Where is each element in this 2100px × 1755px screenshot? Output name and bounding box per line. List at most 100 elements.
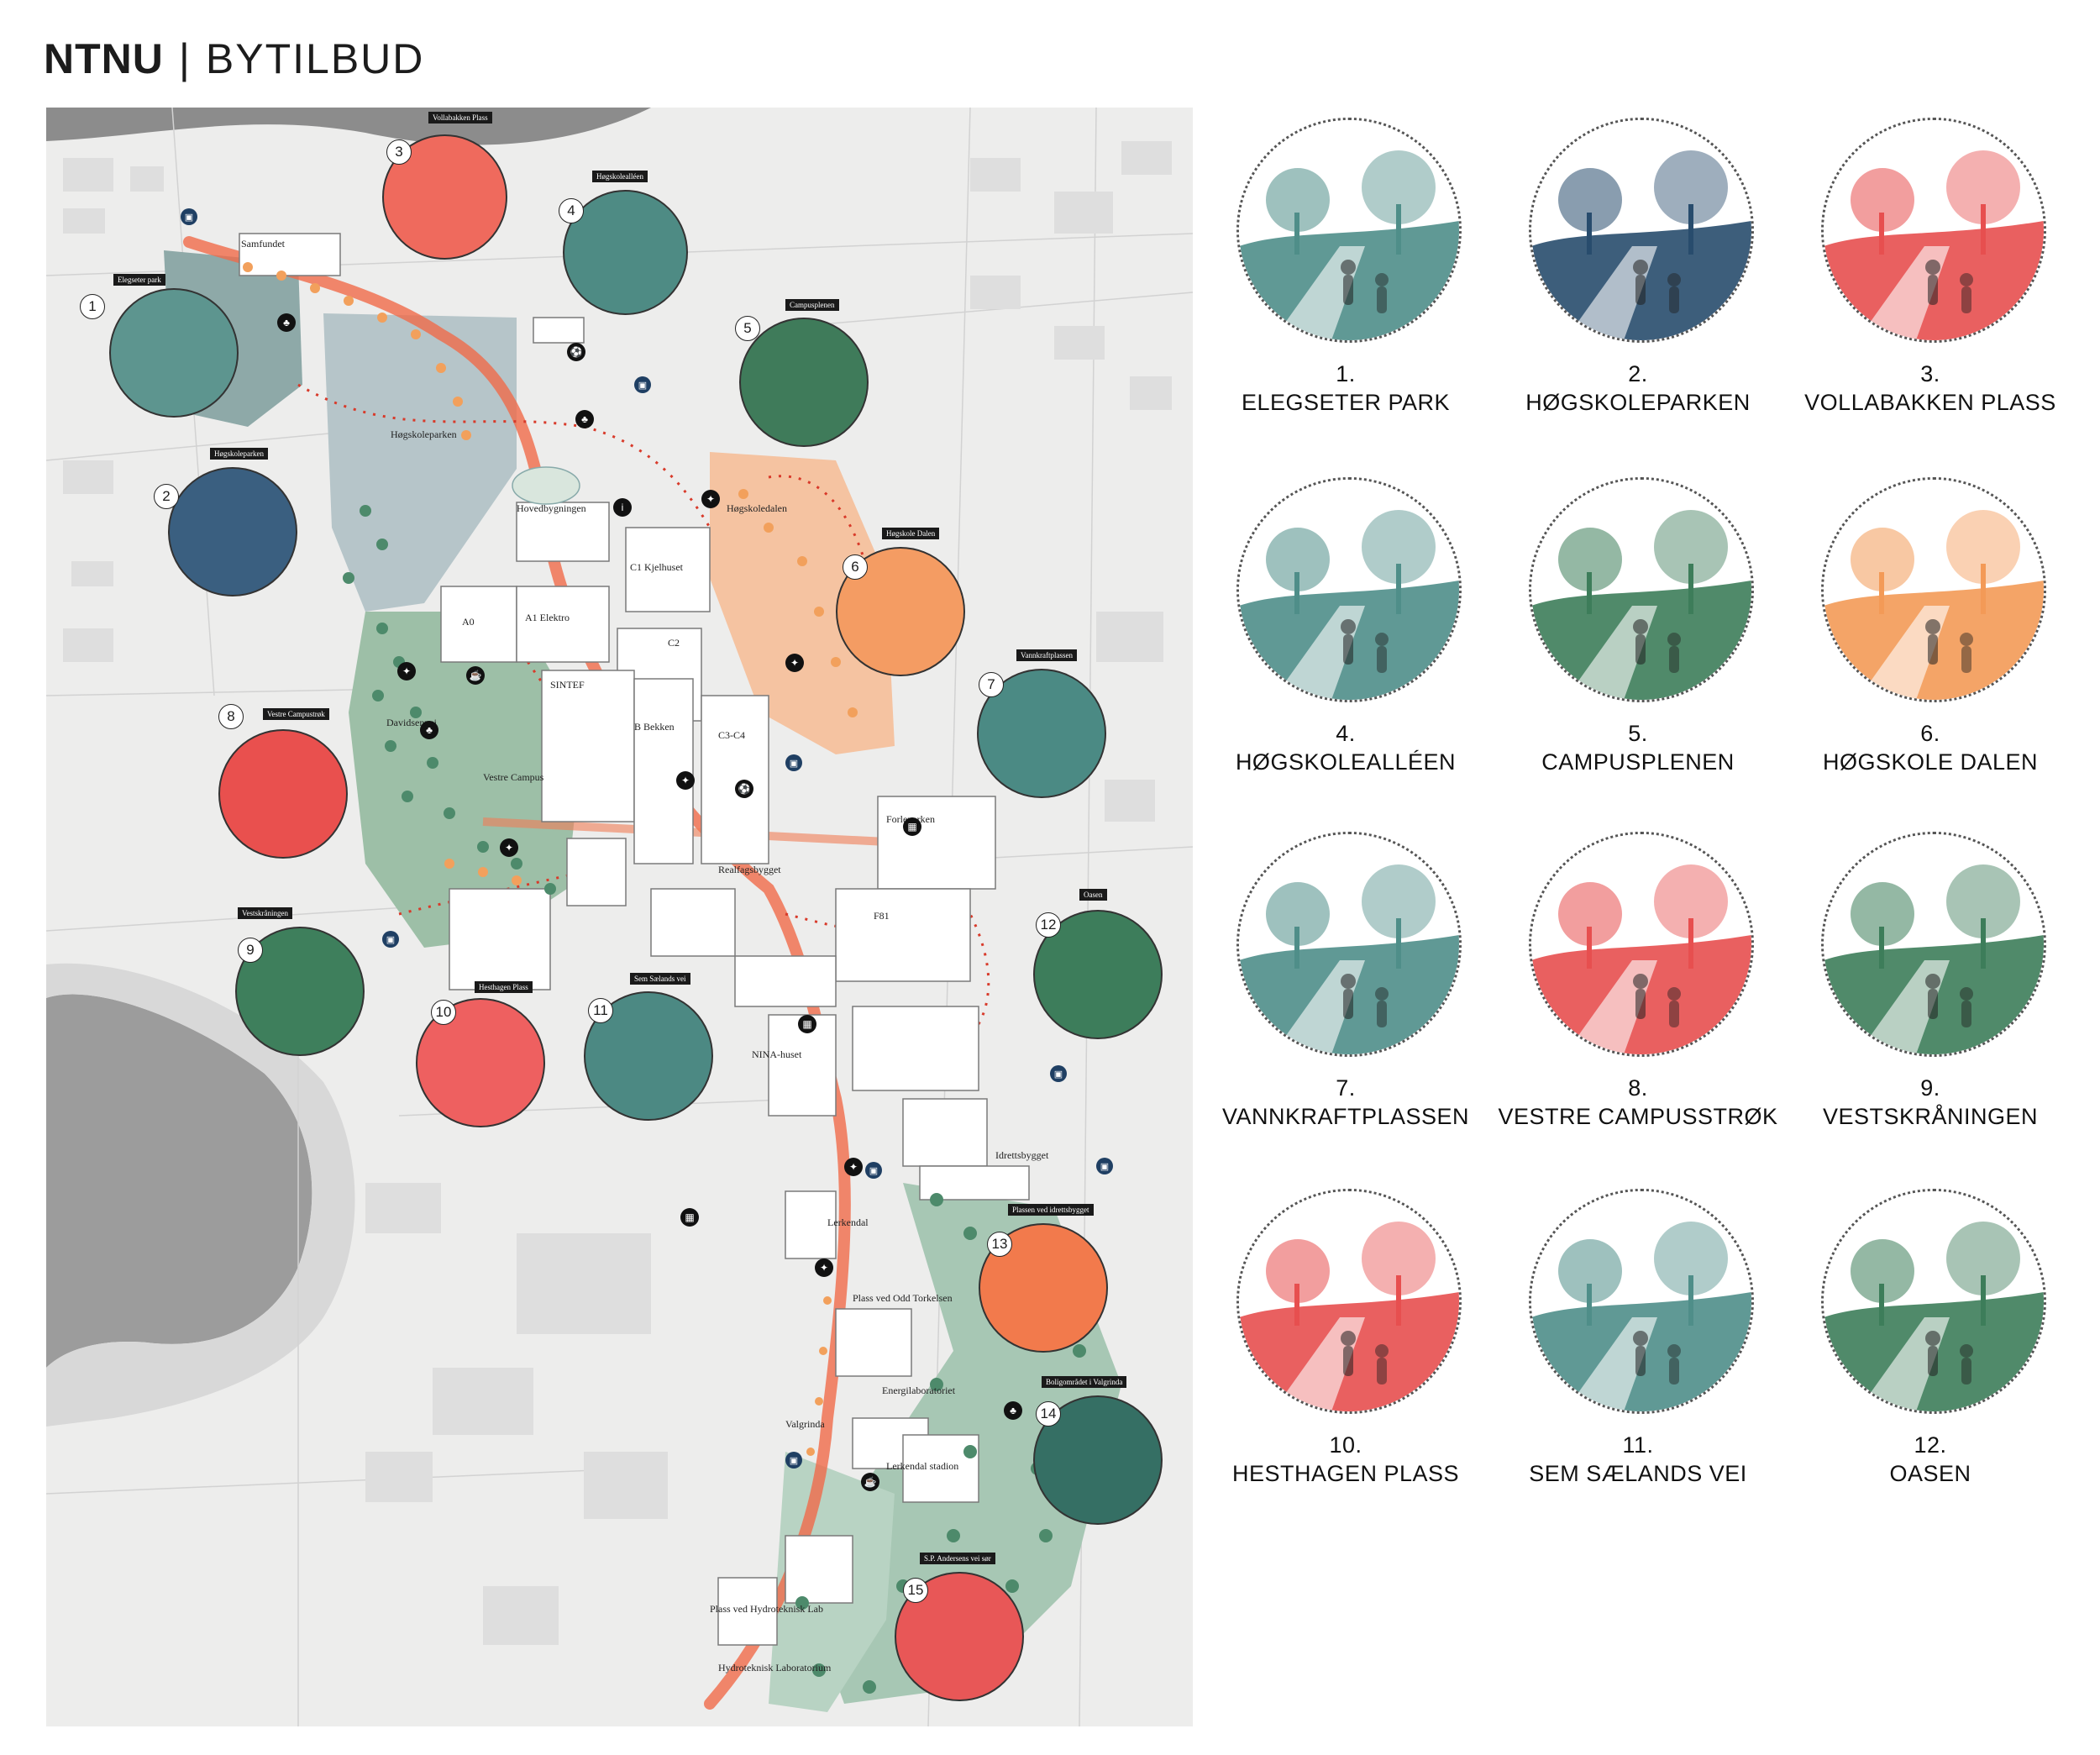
river-top <box>46 108 651 145</box>
place-name: HØGSKOLEPARKEN <box>1525 390 1751 415</box>
bus-stop-icon: ▣ <box>181 208 197 225</box>
building-icon: ▦ <box>903 817 921 836</box>
label-b-bekken: B Bekken <box>634 721 675 733</box>
place-caption: 11.SEM SÆLANDS VEI <box>1495 1431 1781 1488</box>
restaurant-icon-3: ✦ <box>815 1258 833 1277</box>
buildings <box>239 233 1030 1646</box>
label-c3-c4: C3-C4 <box>718 729 746 741</box>
place-number: 4. <box>1336 721 1356 746</box>
place-caption: 3.VOLLABAKKEN PLASS <box>1788 360 2073 417</box>
place-illustration <box>1821 832 2046 1057</box>
cafe-icon-2: ☕ <box>861 1473 879 1491</box>
bus-stop-icon-4: ▣ <box>382 931 399 948</box>
place-caption: 9. VESTSKRÅNINGEN <box>1788 1074 2073 1131</box>
cyclist-icon: ✦ <box>397 662 416 680</box>
place-illustration <box>1236 477 1462 702</box>
illustration-svg <box>1239 1191 1459 1411</box>
hogskoleparken-area <box>323 313 517 612</box>
label-hydroteknisk: Hydroteknisk Laboratorium <box>718 1662 832 1674</box>
illustration-svg <box>1531 1191 1751 1411</box>
illustration-svg <box>1239 834 1459 1054</box>
label-sintef: SINTEF <box>550 679 585 691</box>
restaurant-icon-2: ✦ <box>844 1158 863 1176</box>
place-name: HØGSKOLE DALEN <box>1822 749 2039 775</box>
place-caption: 5.CAMPUSPLENEN <box>1495 719 1781 776</box>
place-name: ELEGSETER PARK <box>1241 390 1451 415</box>
place-name: VESTSKRÅNINGEN <box>1822 1104 2039 1129</box>
illustration-svg <box>1239 480 1459 700</box>
place-name: HESTHAGEN PLASS <box>1231 1461 1460 1486</box>
place-caption: 1.ELEGSETER PARK <box>1203 360 1488 417</box>
place-number: 10. <box>1329 1432 1362 1458</box>
place-illustration <box>1529 1189 1754 1414</box>
label-valgrinda: Valgrinda <box>785 1418 825 1430</box>
bus-stop-icon-2: ▣ <box>634 376 651 393</box>
place-number: 9. <box>1920 1075 1940 1101</box>
label-lerkendal-stadion: Lerkendal stadion <box>886 1460 959 1472</box>
place-caption: 6.HØGSKOLE DALEN <box>1788 719 2073 776</box>
callout-label-9: Vestskråningen <box>238 907 292 919</box>
callout-number-9: 9 <box>238 938 263 963</box>
callout-label-5: Campusplenen <box>785 299 839 311</box>
callout-label-13: Plassen ved idrettsbygget <box>1008 1204 1094 1216</box>
place-illustration <box>1529 477 1754 702</box>
place-caption: 12.OASEN <box>1788 1431 2073 1488</box>
callout-number-15: 15 <box>903 1578 928 1603</box>
label-lerkendal: Lerkendal <box>827 1216 869 1228</box>
stadium-icon: ▦ <box>680 1208 699 1227</box>
callout-number-8: 8 <box>218 704 244 729</box>
place-illustration <box>1529 832 1754 1057</box>
info-icon: i <box>613 498 632 517</box>
label-hogskoledalen: Høgskoledalen <box>727 502 787 514</box>
callout-label-4: Høgskolealléen <box>592 171 648 182</box>
label-hovedbygningen: Hovedbygningen <box>517 502 586 514</box>
place-number: 8. <box>1628 1075 1648 1101</box>
place-caption: 8.VESTRE CAMPUSSTRØK <box>1495 1074 1781 1131</box>
brand-title: NTNU <box>44 35 164 82</box>
callout-number-5: 5 <box>735 316 760 341</box>
sport-icon: ⚽ <box>567 343 585 361</box>
callout-number-4: 4 <box>559 198 584 223</box>
label-hogskoleparken: Høgskoleparken <box>391 428 457 440</box>
callout-circle-8[interactable] <box>218 729 348 859</box>
label-c1: C1 Kjelhuset <box>630 561 683 573</box>
place-caption: 10. HESTHAGEN PLASS <box>1203 1431 1488 1488</box>
callout-circle-2[interactable] <box>168 467 297 596</box>
place-number: 12. <box>1914 1432 1947 1458</box>
label-f81: F81 <box>874 910 890 922</box>
callout-circle-1[interactable] <box>109 288 239 418</box>
callout-label-11: Sem Sælands vei <box>630 973 690 985</box>
callout-label-12: Oasen <box>1079 889 1107 901</box>
callout-number-14: 14 <box>1036 1401 1061 1427</box>
sport-icon-2: ⚽ <box>735 780 753 798</box>
illustration-svg <box>1824 480 2044 700</box>
place-caption: 7.VANNKRAFTPLASSEN <box>1203 1074 1488 1131</box>
illustration-svg <box>1531 480 1751 700</box>
callout-label-3: Vollabakken Plass <box>428 112 492 123</box>
restaurant-icon: ✦ <box>500 838 518 857</box>
place-name: HØGSKOLEALLÉEN <box>1235 749 1457 775</box>
callout-number-1: 1 <box>80 294 105 319</box>
place-illustration <box>1236 118 1462 343</box>
callout-circle-5[interactable] <box>739 318 869 447</box>
background-blocks <box>63 141 1172 1645</box>
place-number: 5. <box>1628 721 1648 746</box>
picnic-icon: ♣ <box>420 721 438 739</box>
callout-label-15: S.P. Andersens vei sør <box>920 1553 995 1564</box>
place-illustration <box>1529 118 1754 343</box>
callout-number-10: 10 <box>431 1000 456 1025</box>
main-axis <box>183 236 851 1710</box>
callout-number-11: 11 <box>588 998 613 1023</box>
place-illustration <box>1821 118 2046 343</box>
river-bank <box>46 963 355 1427</box>
label-vestre-campus: Vestre Campus <box>483 771 544 783</box>
label-plass-hydroteknisk: Plass ved Hydroteknisk Lab <box>710 1603 823 1615</box>
west-green-area <box>349 612 584 948</box>
page-subtitle: BYTILBUD <box>205 35 425 82</box>
bike-icon: ✦ <box>676 771 695 790</box>
illustration-svg <box>1531 834 1751 1054</box>
campus-map: Samfundet Høgskoleparken Hovedbygningen … <box>46 108 1193 1726</box>
place-caption: 4. HØGSKOLEALLÉEN <box>1203 719 1488 776</box>
cafe-icon: ☕ <box>466 666 485 685</box>
page-header: NTNU | BYTILBUD <box>44 34 424 84</box>
